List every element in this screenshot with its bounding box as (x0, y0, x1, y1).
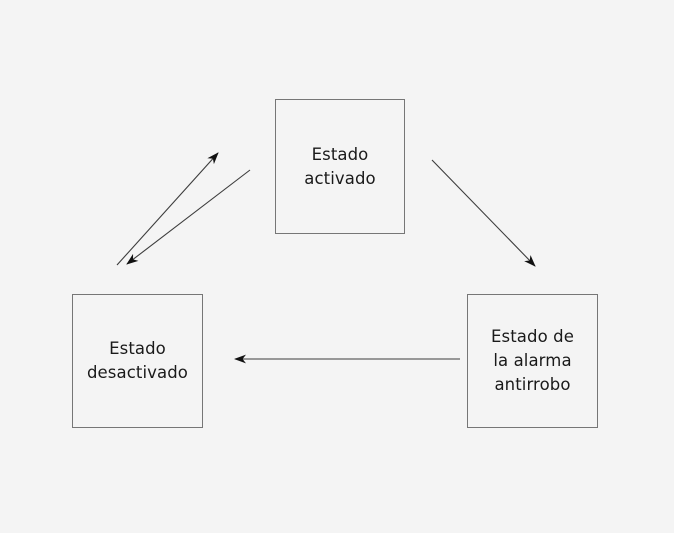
state-node-alarma-antirrobo-label: Estado de la alarma antirrobo (491, 327, 574, 394)
state-node-activado[interactable]: Estado activado (275, 99, 405, 234)
state-node-alarma-antirrobo[interactable]: Estado de la alarma antirrobo (467, 294, 598, 428)
state-node-desactivado[interactable]: Estado desactivado (72, 294, 203, 428)
edge-activado-to-desactivado (126, 169, 251, 265)
edge-desactivado-to-activado (116, 152, 219, 266)
state-node-desactivado-label: Estado desactivado (86, 339, 188, 382)
edge-activado-to-alarma (431, 159, 536, 267)
state-node-activado-label: Estado activado (304, 144, 376, 188)
